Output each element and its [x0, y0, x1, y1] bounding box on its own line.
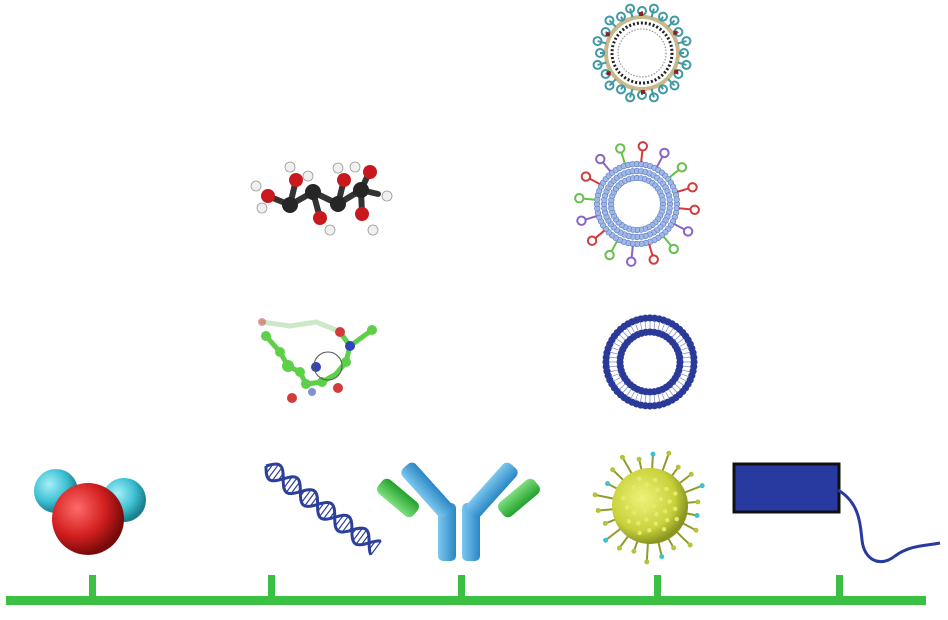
amino-acid-molecule-icon [258, 318, 377, 403]
scale-tick [458, 575, 465, 599]
scale-ticks [89, 575, 843, 599]
decorated-micelle-icon [574, 141, 700, 267]
scale-tick [836, 575, 843, 599]
liposome-icon [602, 314, 698, 410]
coated-nanoparticle-icon [592, 3, 692, 103]
device-box [732, 462, 841, 514]
virus-icon [592, 450, 705, 565]
antibody-icon [377, 462, 540, 561]
scale-tick [654, 575, 661, 599]
device-wire [837, 488, 941, 563]
dna-helix-icon [264, 462, 382, 556]
scale-tick [268, 575, 275, 599]
scale-bar-line [6, 596, 926, 605]
scale-bar [6, 575, 926, 605]
device-with-wire-icon [732, 462, 941, 563]
glucose-molecule-icon [250, 161, 393, 236]
water-molecule-icon [34, 469, 146, 555]
scale-tick [89, 575, 96, 599]
